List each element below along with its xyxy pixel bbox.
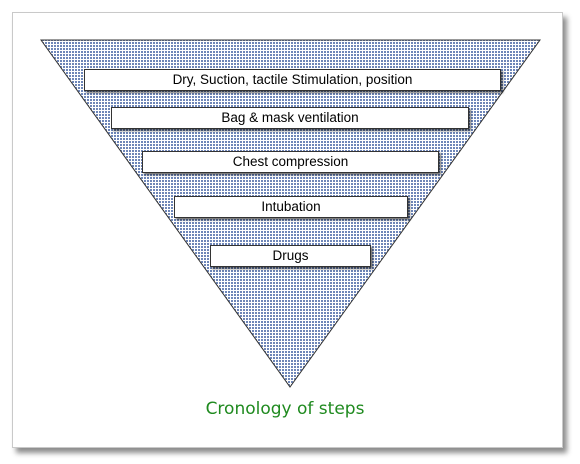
step-2-label: Bag & mask ventilation <box>221 110 359 125</box>
step-4-box: Intubation <box>174 196 408 218</box>
step-4-label: Intubation <box>261 199 321 214</box>
step-1-label: Dry, Suction, tactile Stimulation, posit… <box>172 72 413 87</box>
step-3-label: Chest compression <box>232 154 349 169</box>
step-5-box: Drugs <box>210 245 371 267</box>
diagram-caption: Cronology of steps <box>205 399 365 419</box>
step-2-box: Bag & mask ventilation <box>111 107 469 129</box>
step-1-box: Dry, Suction, tactile Stimulation, posit… <box>84 69 501 91</box>
step-3-box: Chest compression <box>142 151 439 173</box>
step-5-label: Drugs <box>272 248 309 263</box>
